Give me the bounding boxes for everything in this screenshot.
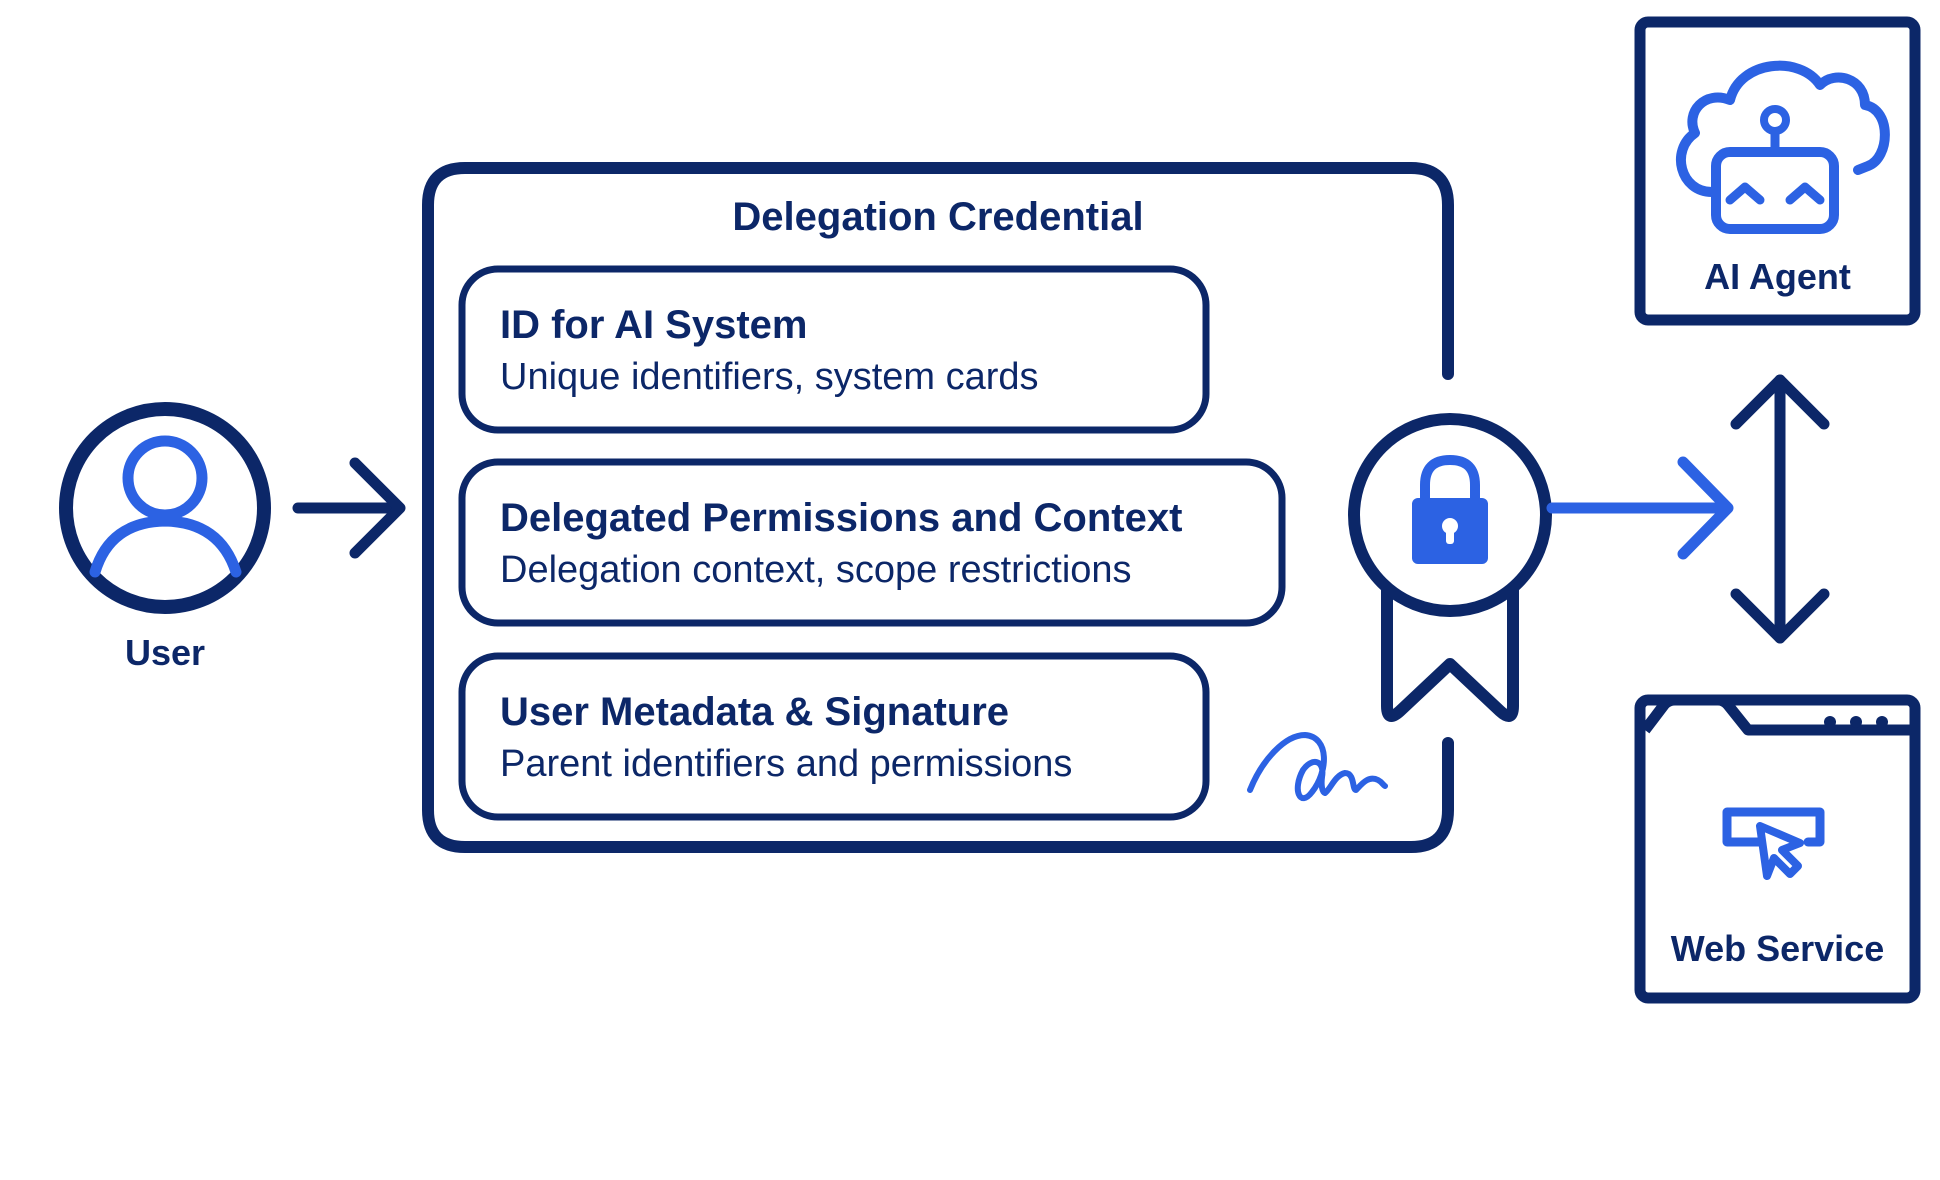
item-2-subtitle: Delegation context, scope restrictions: [500, 549, 1132, 591]
arrow-user-to-credential: [292, 457, 406, 559]
ai-agent-frame: [1634, 16, 1921, 326]
signature-icon: [1247, 732, 1388, 802]
user-node: [59, 402, 271, 614]
arrow-credential-to-services: [1546, 456, 1734, 560]
user-icon: [89, 435, 242, 578]
seal: [1348, 413, 1552, 722]
web-service-label: Web Service: [1670, 928, 1885, 969]
item-3-subtitle: Parent identifiers and permissions: [500, 743, 1073, 785]
ai-agent-node: [1634, 16, 1921, 326]
item-box-3: [458, 652, 1210, 821]
user-label: User: [124, 632, 206, 673]
arrow-agent-service: [1730, 374, 1830, 644]
web-service-outline: [1634, 694, 1921, 1004]
robot-cloud-icon: [1675, 60, 1890, 234]
credential-title: Delegation Credential: [732, 195, 1144, 239]
item-box-2: [458, 458, 1286, 627]
ai-agent-label: AI Agent: [1704, 256, 1851, 297]
item-box-1: [458, 265, 1210, 434]
window-dots-icon: [1824, 716, 1888, 728]
user-circle: [59, 402, 271, 614]
credential-frame: [422, 162, 1454, 853]
ribbon-icon: [1381, 584, 1519, 722]
item-3-title: User Metadata & Signature: [500, 690, 1010, 734]
lock-icon: [1412, 454, 1488, 564]
web-service-node: [1634, 694, 1921, 1004]
item-1-title: ID for AI System: [500, 303, 808, 347]
item-2-title: Delegated Permissions and Context: [500, 496, 1183, 540]
browser-cursor-icon: [1722, 807, 1825, 880]
item-1-subtitle: Unique identifiers, system cards: [500, 356, 1039, 398]
